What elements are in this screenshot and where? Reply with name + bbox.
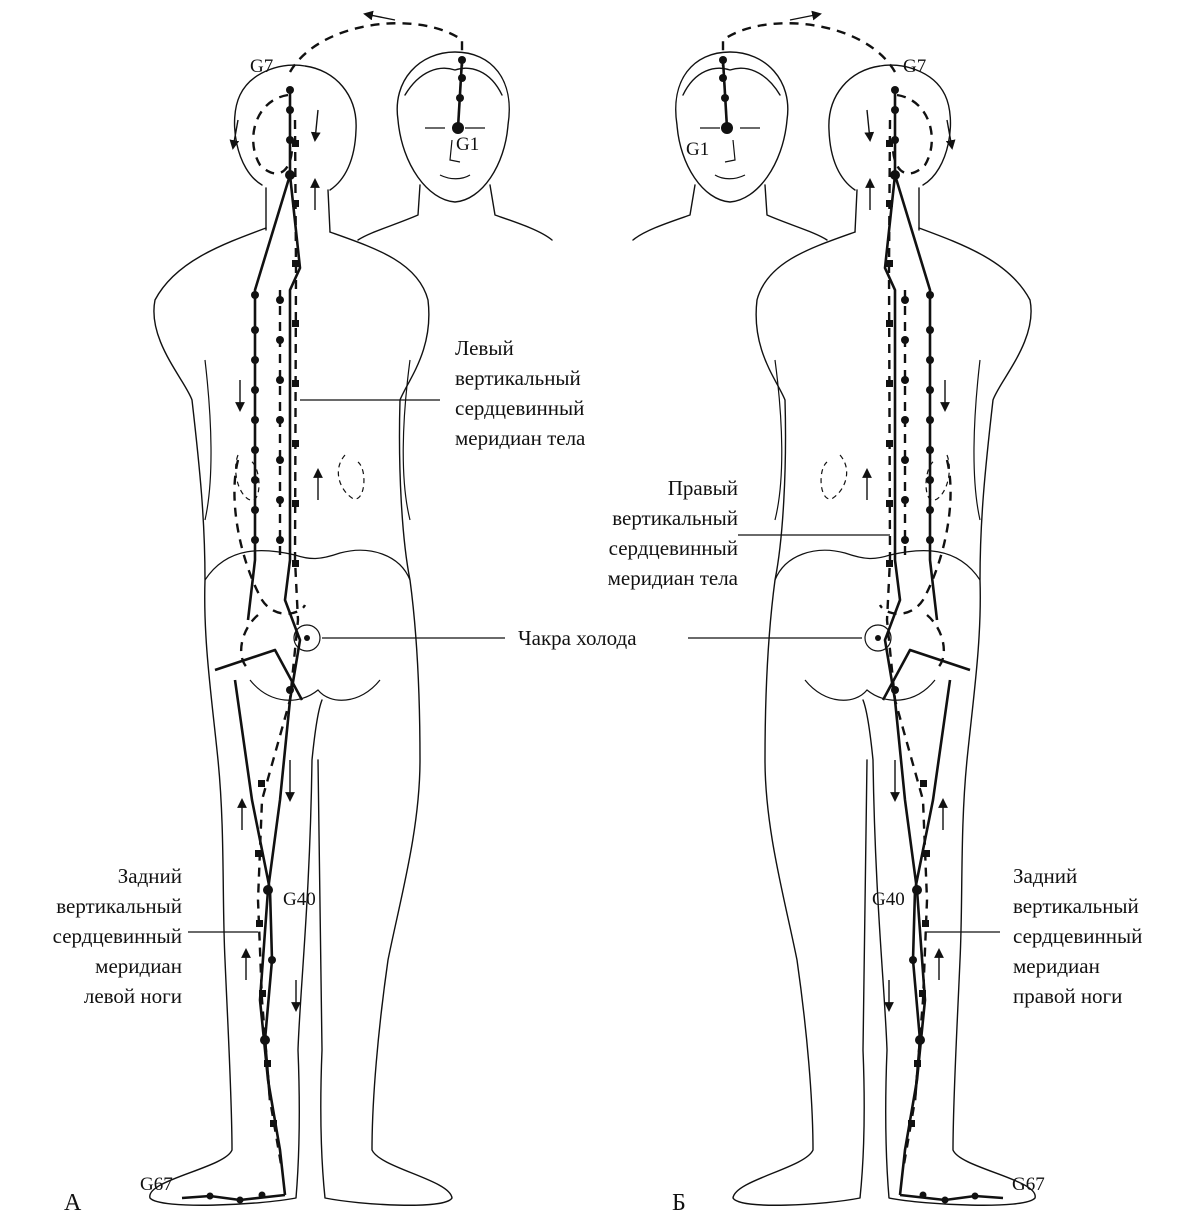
point-g1-left: G1 (456, 134, 479, 155)
point-g7-left: G7 (250, 56, 273, 77)
svg-text:меридиан: меридиан (1013, 954, 1100, 978)
svg-text:вертикальный: вертикальный (612, 506, 738, 530)
svg-text:вертикальный: вертикальный (56, 894, 182, 918)
body-outline-a (150, 228, 452, 1205)
svg-text:Левый: Левый (455, 336, 514, 360)
svg-text:левой ноги: левой ноги (84, 984, 182, 1008)
point-g67-right: G67 (1012, 1174, 1045, 1195)
svg-text:вертикальный: вертикальный (1013, 894, 1139, 918)
face-a (358, 52, 552, 240)
point-g1-right: G1 (686, 139, 709, 160)
svg-text:Задний: Задний (118, 864, 182, 888)
panel-label-a: А (64, 1190, 82, 1213)
svg-text:меридиан тела: меридиан тела (608, 566, 739, 590)
svg-text:сердцевинный: сердцевинный (609, 536, 738, 560)
svg-text:Задний: Задний (1013, 864, 1077, 888)
point-g40-right: G40 (872, 889, 905, 910)
svg-text:меридиан: меридиан (95, 954, 182, 978)
point-g67-left: G67 (140, 1174, 173, 1195)
label-left-body-meridian: Левый вертикальный сердцевинный меридиан… (455, 336, 586, 450)
label-right-leg-meridian: Задний вертикальный сердцевинный меридиа… (1013, 864, 1142, 1008)
svg-text:вертикальный: вертикальный (455, 366, 581, 390)
figure-b-back-view (633, 14, 1035, 1205)
panel-label-b: Б (672, 1190, 686, 1213)
svg-text:Правый: Правый (668, 476, 738, 500)
svg-text:сердцевинный: сердцевинный (53, 924, 182, 948)
svg-text:сердцевинный: сердцевинный (455, 396, 584, 420)
svg-text:меридиан тела: меридиан тела (455, 426, 586, 450)
label-cold-chakra: Чакра холода (518, 626, 637, 650)
point-g7-right: G7 (903, 56, 926, 77)
label-right-body-meridian: Правый вертикальный сердцевинный меридиа… (608, 476, 739, 590)
svg-text:сердцевинный: сердцевинный (1013, 924, 1142, 948)
label-left-leg-meridian: Задний вертикальный сердцевинный меридиа… (53, 864, 182, 1008)
figure-a-back-view (150, 14, 462, 1205)
point-g40-left: G40 (283, 889, 316, 910)
svg-text:правой ноги: правой ноги (1013, 984, 1122, 1008)
